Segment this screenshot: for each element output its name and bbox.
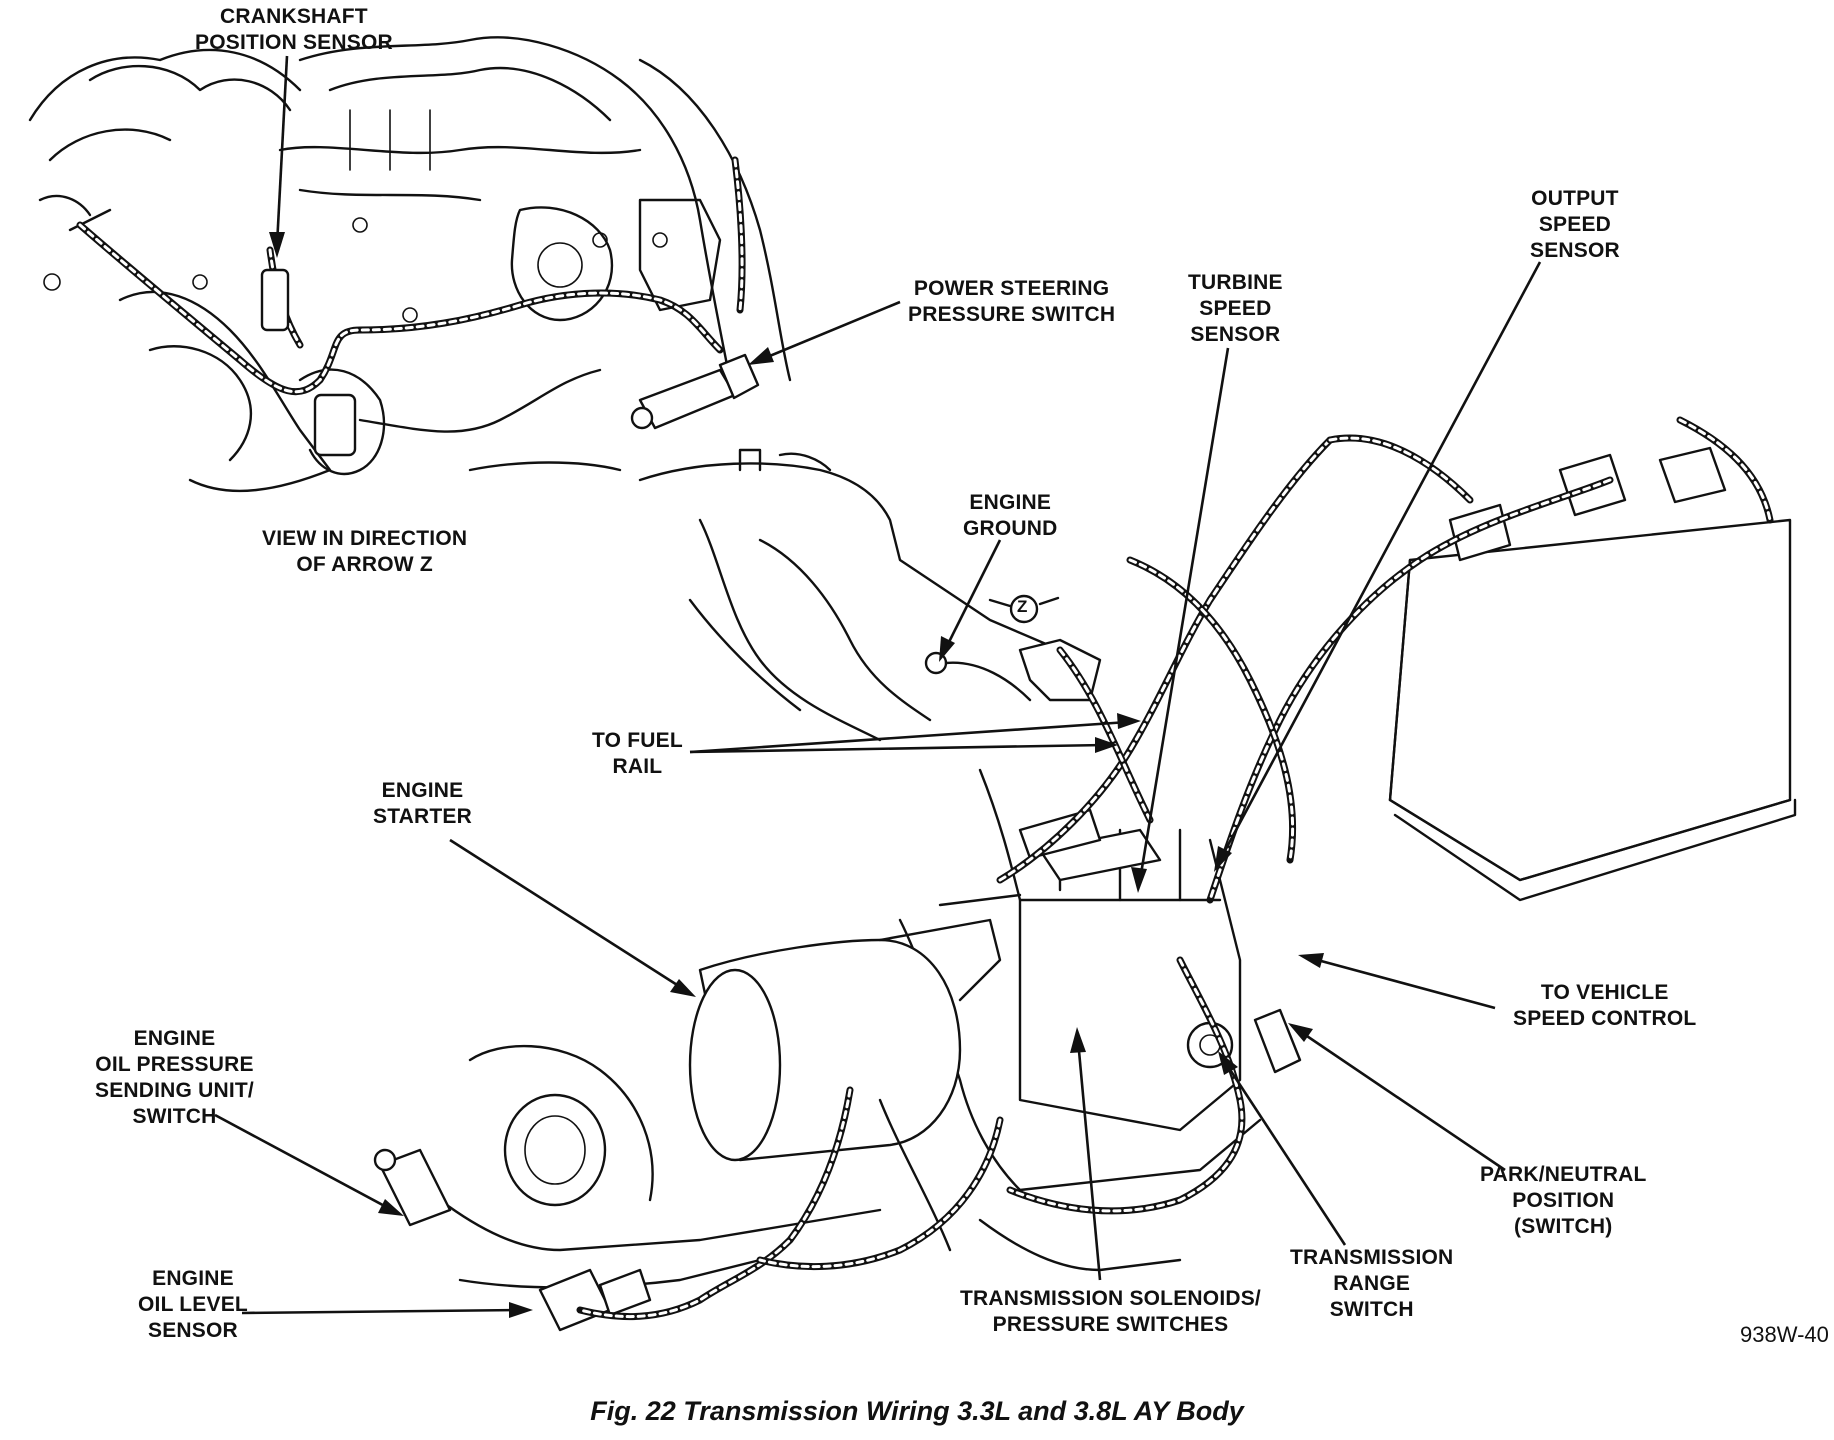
figure-caption: Fig. 22 Transmission Wiring 3.3L and 3.8…: [590, 1396, 1244, 1426]
label-arrow-z: Z: [1017, 597, 1028, 616]
leader-lines: [214, 55, 1542, 1318]
main-wiring-harness: [576, 416, 1774, 1321]
inset-engine-view: [28, 36, 792, 493]
label-transmission-solenoids-pressure-switches: TRANSMISSION SOLENOIDS/PRESSURE SWITCHES: [960, 1287, 1261, 1336]
figure-code: 938W-40: [1740, 1322, 1829, 1347]
main-engine-drawing: [373, 446, 1797, 1332]
